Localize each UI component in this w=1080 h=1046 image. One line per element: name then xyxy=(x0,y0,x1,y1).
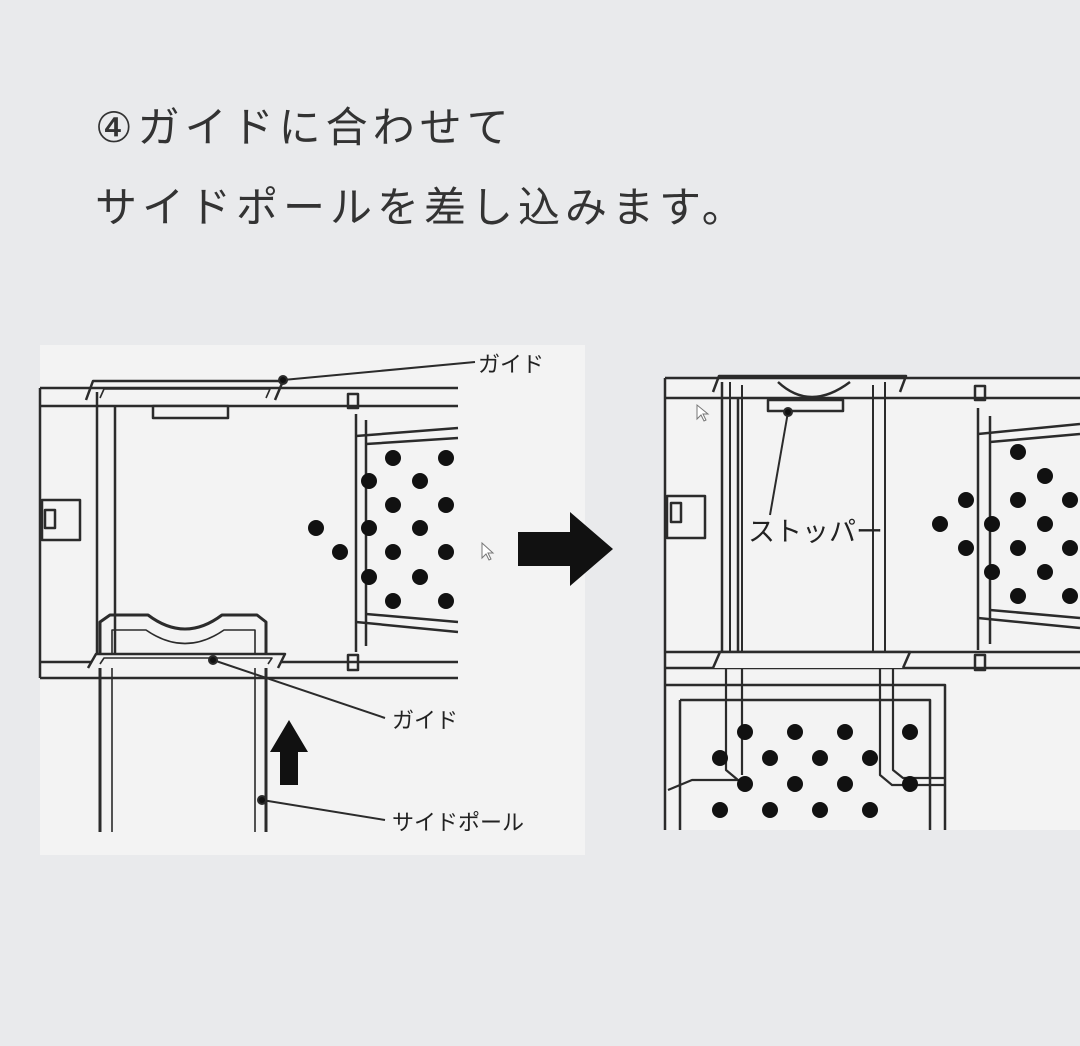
cursor-icon-right xyxy=(696,403,710,422)
before-step-illustration xyxy=(38,345,585,855)
next-step-arrow-icon xyxy=(518,512,613,586)
basket-dots-right xyxy=(932,444,1078,604)
insert-up-arrow-icon xyxy=(270,720,308,785)
leader-lines-left xyxy=(208,361,476,821)
instruction-line-2: サイドポールを差し込みます。 xyxy=(95,183,749,232)
instruction-heading: ④ガイドに合わせて サイドポールを差し込みます。 xyxy=(95,88,749,248)
stopper-leader xyxy=(769,407,793,516)
label-guide-bottom: ガイド xyxy=(392,709,458,734)
instruction-line-1: ④ガイドに合わせて xyxy=(95,103,514,152)
label-stopper: ストッパー xyxy=(748,517,883,548)
label-side-pole: サイドポール xyxy=(392,811,524,836)
lower-basket-dots xyxy=(712,724,918,818)
label-guide-top: ガイド xyxy=(478,353,544,378)
basket-dots-left xyxy=(308,450,454,609)
cursor-icon xyxy=(481,541,495,561)
